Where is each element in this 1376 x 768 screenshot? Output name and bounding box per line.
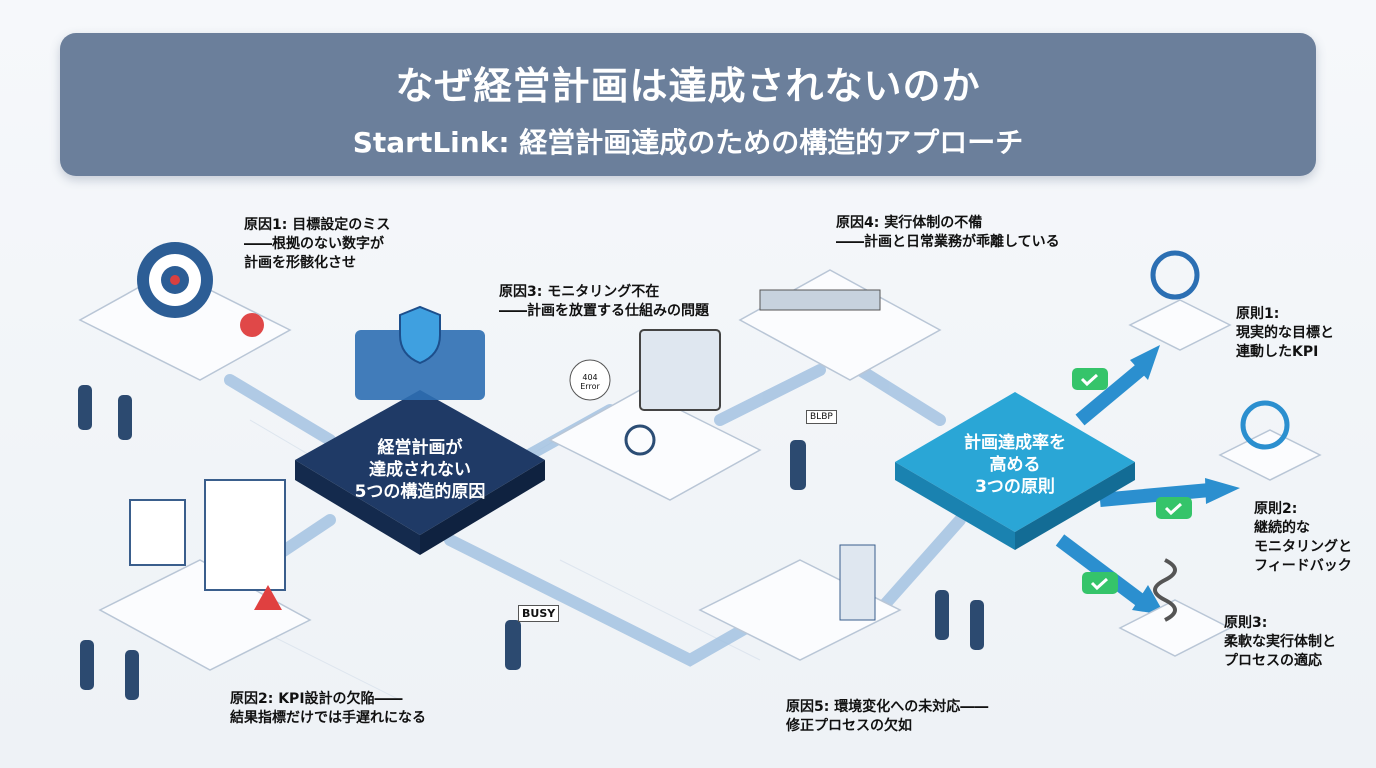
label-line: モニタリングと <box>1254 539 1352 555</box>
label-line: 連動したKPI <box>1236 344 1319 360</box>
page-title: なぜ経営計画は達成されないのか <box>395 64 981 108</box>
label-line: 原因4: 実行体制の不備 <box>836 215 983 231</box>
hub-line: 計画達成率を <box>964 433 1066 453</box>
target-icon <box>137 242 264 337</box>
label-line: 原因1: 目標設定のミス <box>244 217 391 233</box>
label-line: ――計画と日常業務が乖離している <box>836 234 1060 250</box>
label-line: 計画を形骸化させ <box>244 255 356 271</box>
label-line: 修正プロセスの欠如 <box>786 718 912 734</box>
label-line: 結果指標だけでは手遅れになる <box>230 710 426 726</box>
label-line: 柔軟な実行体制と <box>1224 634 1336 650</box>
title-banner: なぜ経営計画は達成されないのか StartLink: 経営計画達成のための構造的… <box>60 33 1316 176</box>
label-line: ――根拠のない数字が <box>244 236 384 252</box>
cause-5-label: 原因5: 環境変化への未対応―― 修正プロセスの欠如 <box>786 698 988 736</box>
label-line: プロセスの適応 <box>1224 653 1322 669</box>
laptop-icon <box>624 329 721 456</box>
speech-sign: BLBP <box>806 410 837 424</box>
hub-line: 5つの構造的原因 <box>354 482 486 502</box>
label-line: 原則3: <box>1224 615 1268 631</box>
cause-2-label: 原因2: KPI設計の欠陥―― 結果指標だけでは手遅れになる <box>230 690 426 728</box>
hub-line: 経営計画が <box>377 438 463 458</box>
error-text: 404 Error <box>580 373 600 391</box>
label-line: ――計画を放置する仕組みの問題 <box>499 303 709 319</box>
label-line: フィードバック <box>1254 558 1352 574</box>
cause-1-label: 原因1: 目標設定のミス ――根拠のない数字が 計画を形骸化させ <box>244 216 390 273</box>
check-icons <box>1072 368 1192 594</box>
people-icons <box>78 385 984 700</box>
label-line: 原因5: 環境変化への未対応―― <box>786 699 989 715</box>
label-line: 原因3: モニタリング不在 <box>499 284 660 300</box>
hub-line: 達成されない <box>369 460 471 480</box>
busy-sign: BUSY <box>518 605 560 622</box>
cause-4-label: 原因4: 実行体制の不備 ――計画と日常業務が乖離している <box>836 214 1060 252</box>
principle-2-label: 原則2: 継続的な モニタリングと フィードバック <box>1254 500 1352 576</box>
dashboard-icon <box>129 479 286 610</box>
target-kpi-icon <box>1150 250 1200 300</box>
bridge-icon <box>759 289 881 311</box>
cause-3-label: 原因3: モニタリング不在 ――計画を放置する仕組みの問題 <box>499 283 709 321</box>
error-badge <box>569 359 611 401</box>
principle-3-label: 原則3: 柔軟な実行体制と プロセスの適応 <box>1224 614 1336 671</box>
hub-line: 3つの原則 <box>975 477 1055 497</box>
causes-hub: 経営計画が 達成されない 5つの構造的原因 <box>320 437 520 503</box>
principles-hub-shape <box>895 392 1135 550</box>
principle-arrows <box>1055 364 1211 606</box>
spring-icon <box>1153 558 1177 622</box>
label-line: 原則2: <box>1254 501 1298 517</box>
label-line: 現実的な目標と <box>1236 325 1334 341</box>
eye-cycle-icon <box>1240 400 1290 450</box>
label-line: 継続的な <box>1254 520 1310 536</box>
label-line: 原因2: KPI設計の欠陥―― <box>230 691 403 707</box>
hub-line: 高める <box>989 455 1041 475</box>
principles-hub: 計画達成率を 高める 3つの原則 <box>915 432 1115 498</box>
label-line: 原則1: <box>1236 306 1280 322</box>
building-icon <box>839 544 876 621</box>
principle-1-label: 原則1: 現実的な目標と 連動したKPI <box>1236 305 1334 362</box>
page-subtitle: StartLink: 経営計画達成のための構造的アプローチ <box>352 126 1024 159</box>
causes-hub-shape <box>295 305 545 555</box>
